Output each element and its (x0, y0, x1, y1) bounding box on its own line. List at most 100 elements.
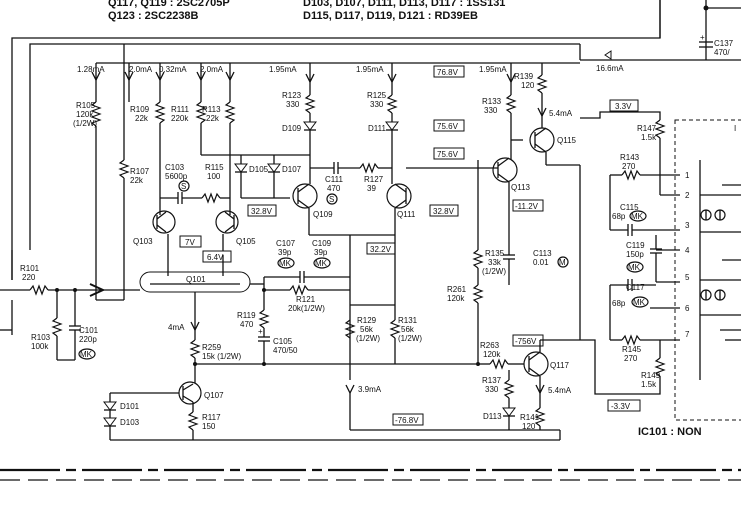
current-5-4ma-a: 5.4mA (549, 109, 573, 118)
q103-label: Q103 (133, 237, 153, 246)
r123-value: 330 (286, 100, 300, 109)
current-1-95ma-c: 1.95mA (479, 65, 507, 74)
r135-name: R135 (485, 249, 505, 258)
voltage-32-8v-b: 32.8V (433, 207, 455, 216)
r133-value: 330 (484, 106, 498, 115)
r127-name: R127 (364, 175, 384, 184)
vbox-7v (179, 235, 202, 248)
r117-value: 150 (202, 422, 216, 431)
r123-name: R123 (282, 91, 302, 100)
vbox-minus-76-8v (392, 413, 424, 426)
r121-name: R121 (296, 295, 316, 304)
r263-value: 120k (483, 350, 501, 359)
r103-name: R103 (31, 333, 51, 342)
r141-value: 120 (522, 422, 536, 431)
r111-value: 220k (171, 114, 189, 123)
c137-value: 470/ (714, 48, 730, 57)
q101-label: Q101 (186, 275, 206, 284)
voltage-32-8v-a: 32.8V (251, 207, 273, 216)
q115-label: Q115 (557, 136, 577, 145)
c113-mark: M (559, 258, 566, 267)
current-5-4ma-b: 5.4mA (548, 386, 572, 395)
r109-name: R109 (130, 105, 150, 114)
vbox-minus-11-2v (512, 199, 544, 212)
voltage-minus-11-2v: -11.2V (515, 202, 539, 211)
ic-pin-1: 1 (685, 171, 690, 180)
r139-value: 120 (521, 81, 535, 90)
r135-power: (1/2W) (482, 267, 506, 276)
c105-name: C105 (273, 337, 293, 346)
c115-name: C115 (620, 203, 639, 212)
c105-value: 470/50 (273, 346, 298, 355)
r261-value: 120k (447, 294, 465, 303)
r105-power: (1/2W) (73, 119, 97, 128)
c119-mark: MK (628, 263, 641, 272)
current-4ma: 4mA (168, 323, 185, 332)
r119-name: R119 (237, 311, 256, 320)
q111-label: Q111 (397, 210, 416, 219)
r137-value: 330 (485, 385, 499, 394)
ic-internal (699, 160, 741, 380)
c119-name: C119 (626, 241, 645, 250)
r115-name: R115 (205, 163, 224, 172)
c103-mark: S (181, 182, 186, 191)
svg-text:+: + (258, 327, 263, 336)
c117-name: C117 (626, 283, 645, 292)
c115-value: 68p (612, 212, 626, 221)
r137-name: R137 (482, 376, 502, 385)
voltage-75-6v-a: 75.6V (437, 122, 459, 131)
current-2-0ma-b: 2.0mA (200, 65, 224, 74)
c115-mark: MK (631, 212, 644, 221)
ic-pin-2: 2 (685, 191, 690, 200)
header-line2-right: D115, D117, D119, D121 : RD39EB (303, 10, 478, 22)
c109-name: C109 (312, 239, 332, 248)
r133-name: R133 (482, 97, 502, 106)
r109-value: 22k (135, 114, 149, 123)
r121-value: 20k(1/2W) (288, 304, 325, 313)
r131-name: R131 (398, 316, 418, 325)
voltage-minus-76-8v: -76.8V (395, 416, 419, 425)
r113-value: 22k (206, 114, 220, 123)
voltage-3-3v: 3.3V (615, 102, 632, 111)
d113-label: D113 (483, 412, 502, 421)
q109-label: Q109 (313, 210, 333, 219)
r129-power: (1/2W) (356, 334, 380, 343)
r119-value: 470 (240, 320, 254, 329)
ic-partial-label: I (734, 124, 736, 133)
r117-name: R117 (202, 413, 221, 422)
r129-name: R129 (357, 316, 377, 325)
voltage-minus-756v: -756V (515, 337, 537, 346)
ic-pin-3: 3 (685, 221, 690, 230)
ic101-outline (674, 119, 741, 421)
c119-value: 150p (626, 250, 644, 259)
ic101-caption: IC101 : NON (638, 426, 702, 438)
r261-name: R261 (447, 285, 467, 294)
r145-value: 270 (624, 354, 638, 363)
r113-name: R113 (202, 105, 221, 114)
r263-name: R263 (480, 341, 500, 350)
q113-label: Q113 (511, 183, 531, 192)
voltage-7v: 7V (185, 238, 195, 247)
r139-name: R139 (514, 72, 534, 81)
c107-mark: MK (279, 259, 292, 268)
r149-value: 1.5k (641, 380, 657, 389)
c137-name: C137 (714, 39, 734, 48)
header-line1-left: Q117, Q119 : 2SC2705P (108, 0, 230, 9)
d111-label: D111 (368, 124, 386, 133)
vbox-32-8v-b (429, 204, 459, 217)
vbox-75-6v-a (433, 119, 465, 132)
header-line1-right: D103, D107, D111, D113, D117 : 1SS131 (303, 0, 505, 9)
voltage-minus-3-3v: -3.3V (611, 402, 631, 411)
c101-name: C101 (79, 326, 99, 335)
d103-label: D103 (120, 418, 140, 427)
c109-value: 39p (314, 248, 328, 257)
ic-pin-4: 4 (685, 246, 690, 255)
r107-value: 22k (130, 176, 144, 185)
r101-name: R101 (20, 264, 40, 273)
r145-name: R145 (622, 345, 642, 354)
c113-value: 0.01 (533, 258, 549, 267)
r147-value: 1.5k (641, 133, 657, 142)
c103-name: C103 (165, 163, 185, 172)
r147-name: R147 (637, 124, 657, 133)
